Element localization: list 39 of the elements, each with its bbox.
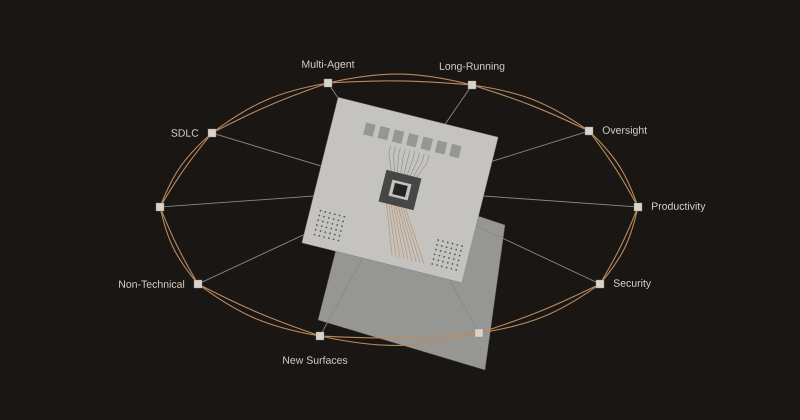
node-label: Oversight (602, 126, 648, 136)
ring-wire (202, 286, 316, 336)
node-label: SDLC (171, 129, 198, 137)
ring-wire (324, 332, 476, 346)
spoke-line (322, 258, 364, 332)
ring-wire (161, 136, 210, 204)
spoke-line (330, 86, 338, 98)
connector-node (156, 202, 164, 212)
connector-node (584, 126, 594, 136)
ring-wire (332, 74, 468, 86)
node-label: Security (614, 279, 652, 289)
connector-node (208, 128, 216, 138)
spoke-line (444, 88, 470, 124)
node-label: New Surfaces (283, 356, 348, 364)
spoke-line (476, 225, 596, 282)
ring-wire (476, 85, 586, 130)
connector-node (596, 280, 604, 288)
connector-node (324, 78, 332, 88)
circuit-board (302, 97, 498, 283)
connector-node (194, 280, 202, 288)
ring-wire (160, 210, 196, 280)
connector-node (474, 328, 484, 338)
spoke-line (449, 279, 478, 330)
ring-wire (216, 83, 324, 132)
ring-wire (592, 134, 638, 204)
spoke-line (216, 134, 322, 166)
ring-wire (602, 210, 638, 280)
connector-node (634, 202, 642, 212)
node-label: Long-Running (440, 62, 504, 72)
spoke-line (492, 132, 586, 162)
ring-wire (482, 286, 596, 333)
node-label: Non-Technical (119, 280, 184, 288)
connector-node (468, 80, 476, 90)
node-label: Multi-Agent (302, 60, 354, 70)
node-label: Productivity (652, 202, 706, 212)
connector-node (316, 332, 324, 340)
spoke-line (164, 196, 314, 208)
spoke-line (483, 196, 634, 208)
spoke-line (202, 234, 304, 282)
